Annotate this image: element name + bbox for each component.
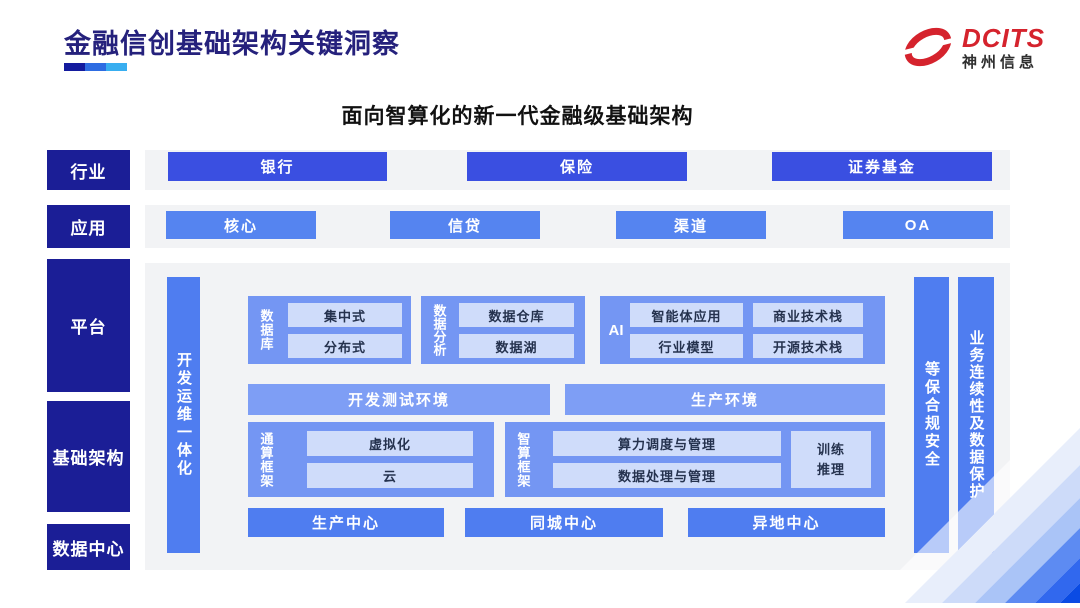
compute-scheduling-chip: 算力调度与管理: [553, 431, 781, 456]
remote-center-block: 异地中心: [688, 508, 885, 537]
analytics-group: 数据分析 数据仓库 数据湖: [421, 296, 585, 364]
industry-insurance-block: 保险: [467, 152, 687, 181]
dcits-logo: DCITS 神州信息: [900, 22, 1045, 72]
app-oa-block: OA: [843, 211, 993, 239]
general-compute-group: 通算框架 虚拟化 云: [248, 422, 494, 497]
app-credit-block: 信贷: [390, 211, 540, 239]
underline-segment-dark: [64, 63, 85, 71]
devops-bar-label: 开发运维一体化: [175, 352, 192, 478]
data-processing-chip: 数据处理与管理: [553, 463, 781, 488]
underline-segment-light: [106, 63, 127, 71]
industry-bank-block: 银行: [168, 152, 387, 181]
virtualization-chip: 虚拟化: [307, 431, 473, 456]
title-underline: [64, 63, 127, 81]
general-compute-label: 通算框架: [258, 431, 274, 488]
production-env-bar: 生产环境: [565, 384, 885, 415]
underline-segment-mid: [85, 63, 106, 71]
training-inference-chip: 训练推理: [791, 431, 871, 488]
ai-group: AI 智能体应用 商业技术栈 行业模型 开源技术栈: [600, 296, 885, 364]
production-center-block: 生产中心: [248, 508, 444, 537]
ai-group-label: AI: [608, 321, 624, 339]
sidebar-item-platform: 平台: [47, 259, 130, 392]
security-compliance-bar: 等保合规安全: [914, 277, 949, 553]
industry-securities-block: 证券基金: [772, 152, 992, 181]
app-channel-block: 渠道: [616, 211, 766, 239]
logo-swirl-icon: [900, 22, 956, 72]
ai-compute-label: 智算框架: [515, 431, 531, 488]
sidebar-item-application: 应用: [47, 205, 130, 248]
data-lake-chip: 数据湖: [459, 334, 574, 358]
ai-compute-group: 智算框架 算力调度与管理 数据处理与管理 训练推理: [505, 422, 885, 497]
app-core-block: 核心: [166, 211, 316, 239]
sidebar-item-industry: 行业: [47, 150, 130, 190]
industry-model-chip: 行业模型: [630, 334, 743, 358]
logo-brand: DCITS: [962, 22, 1045, 53]
commercial-stack-chip: 商业技术栈: [753, 303, 863, 327]
open-source-stack-chip: 开源技术栈: [753, 334, 863, 358]
agent-app-chip: 智能体应用: [630, 303, 743, 327]
database-group: 数据库 集中式 分布式: [248, 296, 411, 364]
logo-company: 神州信息: [962, 53, 1039, 71]
analytics-group-label: 数据分析: [431, 304, 447, 356]
database-centralized-chip: 集中式: [288, 303, 402, 327]
slide-title-text: 金融信创基础架构关键洞察: [64, 29, 400, 59]
security-compliance-label: 等保合规安全: [923, 361, 940, 469]
database-group-label: 数据库: [258, 309, 274, 351]
devops-bar: 开发运维一体化: [167, 277, 200, 553]
page-title: 金融信创基础架构关键洞察: [64, 22, 400, 61]
same-city-center-block: 同城中心: [465, 508, 663, 537]
sidebar-item-infrastructure: 基础架构: [47, 401, 130, 512]
database-distributed-chip: 分布式: [288, 334, 402, 358]
diagram-title: 面向智算化的新一代金融级基础架构: [341, 105, 694, 128]
cloud-chip: 云: [307, 463, 473, 488]
dev-test-env-bar: 开发测试环境: [248, 384, 550, 415]
business-continuity-bar: 业务连续性及数据保护: [958, 277, 994, 553]
data-warehouse-chip: 数据仓库: [459, 303, 574, 327]
sidebar-item-datacenter: 数据中心: [47, 524, 130, 570]
business-continuity-label: 业务连续性及数据保护: [967, 330, 985, 500]
